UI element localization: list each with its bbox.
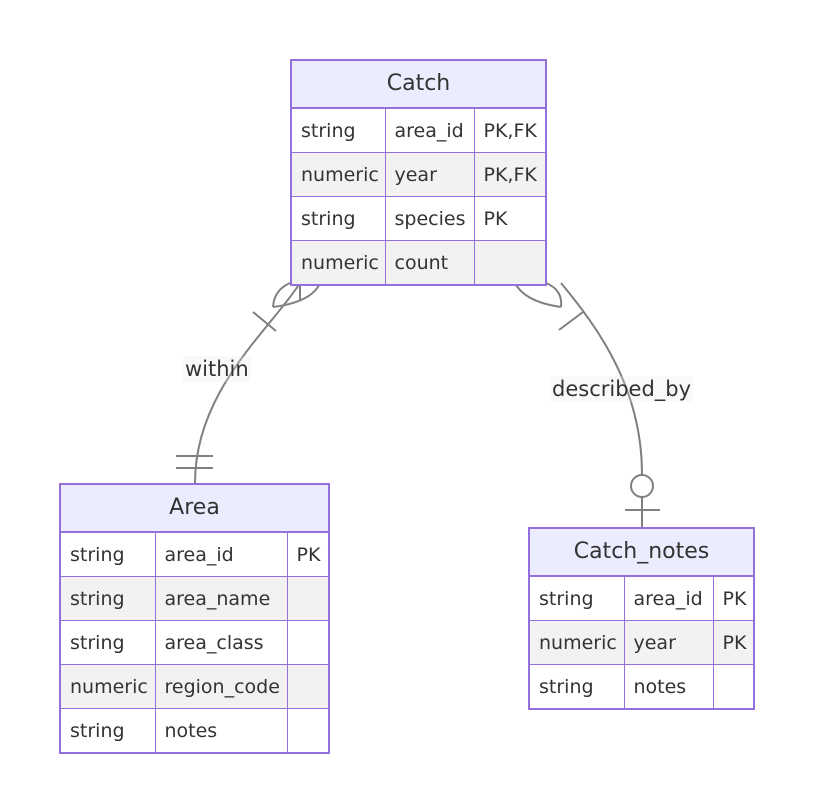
attribute-row: string area_id PK xyxy=(61,533,328,577)
attribute-type: string xyxy=(61,708,156,752)
attribute-name: area_name xyxy=(154,576,288,621)
relationship-label-within: within xyxy=(183,356,251,382)
attribute-name: year xyxy=(623,620,714,665)
entity-title: Area xyxy=(61,485,328,533)
attribute-type: string xyxy=(61,576,156,621)
attribute-type: numeric xyxy=(292,240,386,284)
attribute-type: numeric xyxy=(292,152,386,197)
attribute-type: string xyxy=(530,664,625,708)
attribute-keys xyxy=(286,664,328,709)
entity-title: Catch_notes xyxy=(530,529,753,577)
attribute-row: string species PK xyxy=(292,196,545,241)
attribute-type: string xyxy=(292,196,386,241)
attribute-table: string area_id PK,FK numeric year PK,FK … xyxy=(292,109,545,284)
attribute-name: notes xyxy=(154,708,288,752)
attribute-keys xyxy=(286,708,328,752)
attribute-name: notes xyxy=(623,664,714,708)
attribute-type: string xyxy=(61,533,156,577)
attribute-row: string notes xyxy=(61,708,328,752)
crows-foot-bar-described-by xyxy=(558,311,584,331)
attribute-type: string xyxy=(530,577,625,621)
attribute-keys: PK,FK xyxy=(473,109,545,153)
entity-catch[interactable]: Catch string area_id PK,FK numeric year … xyxy=(290,59,547,286)
crows-foot-described-by xyxy=(514,282,563,308)
attribute-name: area_class xyxy=(154,620,288,665)
attribute-table: string area_id PK numeric year PK string… xyxy=(530,577,753,708)
attribute-keys xyxy=(286,576,328,621)
attribute-keys xyxy=(286,620,328,665)
relationship-line-within xyxy=(194,282,301,484)
attribute-row: numeric count xyxy=(292,240,545,284)
relationship-line-described-by xyxy=(560,282,643,475)
attribute-type: string xyxy=(61,620,156,665)
attribute-keys: PK xyxy=(473,196,545,241)
attribute-row: string notes xyxy=(530,664,753,708)
crows-foot-bar-within xyxy=(252,311,277,332)
attribute-keys: PK xyxy=(712,577,753,621)
attribute-type: numeric xyxy=(61,664,156,709)
attribute-name: area_id xyxy=(384,109,475,153)
attribute-keys: PK xyxy=(712,620,753,665)
attribute-keys: PK xyxy=(286,533,328,577)
attribute-name: year xyxy=(384,152,475,197)
attribute-type: string xyxy=(292,109,386,153)
zero-circle-described-by xyxy=(630,474,654,498)
attribute-table: string area_id PK string area_name strin… xyxy=(61,533,328,752)
relationship-label-described-by: described_by xyxy=(550,376,694,402)
attribute-name: area_id xyxy=(623,577,714,621)
attribute-name: species xyxy=(384,196,475,241)
entity-title: Catch xyxy=(292,61,545,109)
attribute-row: string area_name xyxy=(61,576,328,621)
attribute-row: numeric region_code xyxy=(61,664,328,709)
attribute-type: numeric xyxy=(530,620,625,665)
attribute-keys xyxy=(712,664,753,708)
attribute-keys xyxy=(473,240,545,284)
attribute-row: numeric year PK xyxy=(530,620,753,665)
attribute-row: numeric year PK,FK xyxy=(292,152,545,197)
attribute-name: region_code xyxy=(154,664,288,709)
attribute-row: string area_class xyxy=(61,620,328,665)
attribute-row: string area_id PK,FK xyxy=(292,109,545,153)
attribute-keys: PK,FK xyxy=(473,152,545,197)
attribute-name: area_id xyxy=(154,533,288,577)
entity-area[interactable]: Area string area_id PK string area_name … xyxy=(59,483,330,754)
attribute-row: string area_id PK xyxy=(530,577,753,621)
attribute-name: count xyxy=(384,240,475,284)
entity-catch-notes[interactable]: Catch_notes string area_id PK numeric ye… xyxy=(528,527,755,710)
